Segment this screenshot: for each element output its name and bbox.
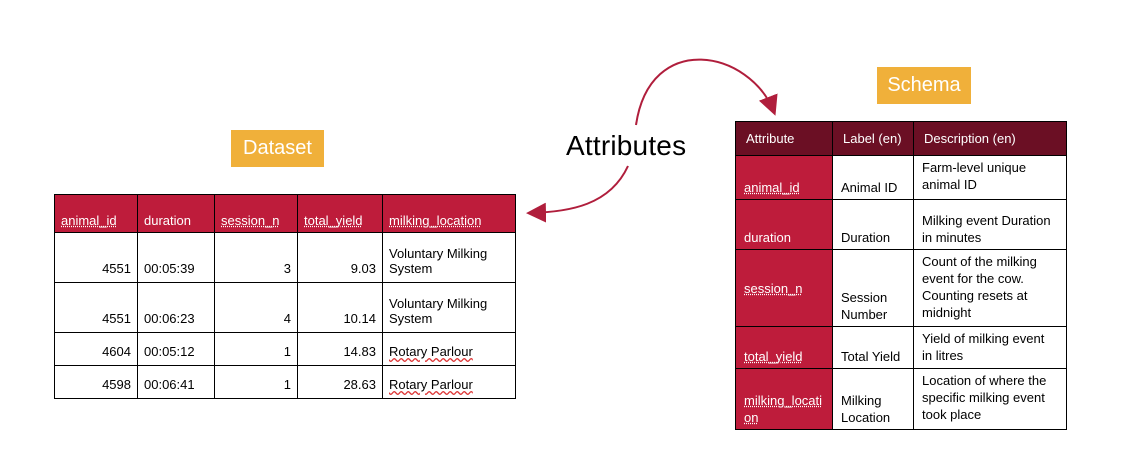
dataset-table: animal_id duration session_n total_yield… bbox=[54, 194, 516, 399]
table-cell: 00:06:41 bbox=[137, 365, 215, 399]
schema-attribute-cell: animal_id bbox=[735, 155, 833, 200]
table-row: milking_location Milking Location Locati… bbox=[735, 368, 1067, 430]
schema-label-cell: Total Yield bbox=[832, 326, 914, 369]
table-cell: 4551 bbox=[54, 232, 138, 283]
schema-label-cell: Duration bbox=[832, 199, 914, 250]
table-cell: 3 bbox=[214, 232, 298, 283]
schema-attribute-cell: milking_location bbox=[735, 368, 833, 430]
schema-description-cell: Milking event Duration in minutes bbox=[913, 199, 1067, 250]
table-cell: Rotary Parlour bbox=[382, 365, 516, 399]
table-cell: 4598 bbox=[54, 365, 138, 399]
attributes-label: Attributes bbox=[566, 130, 687, 161]
schema-description-cell: Count of the milking event for the cow. … bbox=[913, 249, 1067, 327]
table-row: duration Duration Milking event Duration… bbox=[735, 199, 1067, 250]
schema-header-cell: Attribute bbox=[735, 121, 833, 156]
table-cell: 1 bbox=[214, 365, 298, 399]
table-row: session_n Session Number Count of the mi… bbox=[735, 249, 1067, 327]
dataset-label: Dataset bbox=[231, 130, 324, 167]
table-cell: 28.63 bbox=[297, 365, 383, 399]
schema-attribute-cell: duration bbox=[735, 199, 833, 250]
table-row: 4598 00:06:41 1 28.63 Rotary Parlour bbox=[54, 365, 516, 399]
schema-description-cell: Yield of milking event in litres bbox=[913, 326, 1067, 369]
table-cell: 00:06:23 bbox=[137, 282, 215, 333]
schema-description-cell: Location of where the specific milking e… bbox=[913, 368, 1067, 430]
schema-label-cell: Session Number bbox=[832, 249, 914, 327]
schema-table: Attribute Label (en) Description (en) an… bbox=[735, 121, 1067, 430]
table-cell: 1 bbox=[214, 332, 298, 366]
table-row: 4551 00:06:23 4 10.14 Voluntary Milking … bbox=[54, 282, 516, 333]
schema-attribute-cell: session_n bbox=[735, 249, 833, 327]
table-cell: 14.83 bbox=[297, 332, 383, 366]
table-cell: 4604 bbox=[54, 332, 138, 366]
table-row: 4551 00:05:39 3 9.03 Voluntary Milking S… bbox=[54, 232, 516, 283]
schema-header-cell: Label (en) bbox=[832, 121, 914, 156]
table-row: animal_id Animal ID Farm-level unique an… bbox=[735, 155, 1067, 200]
table-cell: Rotary Parlour bbox=[382, 332, 516, 366]
schema-description-cell: Farm-level unique animal ID bbox=[913, 155, 1067, 200]
dataset-header-cell: duration bbox=[137, 194, 215, 233]
table-row: 4604 00:05:12 1 14.83 Rotary Parlour bbox=[54, 332, 516, 366]
dataset-header-row: animal_id duration session_n total_yield… bbox=[54, 194, 516, 233]
table-cell: 00:05:12 bbox=[137, 332, 215, 366]
schema-label: Schema bbox=[877, 67, 971, 104]
dataset-header-cell: total_yield bbox=[297, 194, 383, 233]
schema-header-row: Attribute Label (en) Description (en) bbox=[735, 121, 1067, 156]
table-row: total_yield Total Yield Yield of milking… bbox=[735, 326, 1067, 369]
table-cell: 4 bbox=[214, 282, 298, 333]
table-cell: Voluntary Milking System bbox=[382, 232, 516, 283]
schema-label-cell: Milking Location bbox=[832, 368, 914, 430]
schema-header-cell: Description (en) bbox=[913, 121, 1067, 156]
arrow-to-schema bbox=[635, 58, 778, 126]
table-cell: 4551 bbox=[54, 282, 138, 333]
dataset-header-cell: milking_location bbox=[382, 194, 516, 233]
arrow-to-dataset bbox=[526, 165, 629, 223]
dataset-header-cell: animal_id bbox=[54, 194, 138, 233]
table-cell: 00:05:39 bbox=[137, 232, 215, 283]
dataset-header-cell: session_n bbox=[214, 194, 298, 233]
table-cell: 10.14 bbox=[297, 282, 383, 333]
table-cell: Voluntary Milking System bbox=[382, 282, 516, 333]
schema-label-cell: Animal ID bbox=[832, 155, 914, 200]
schema-attribute-cell: total_yield bbox=[735, 326, 833, 369]
table-cell: 9.03 bbox=[297, 232, 383, 283]
